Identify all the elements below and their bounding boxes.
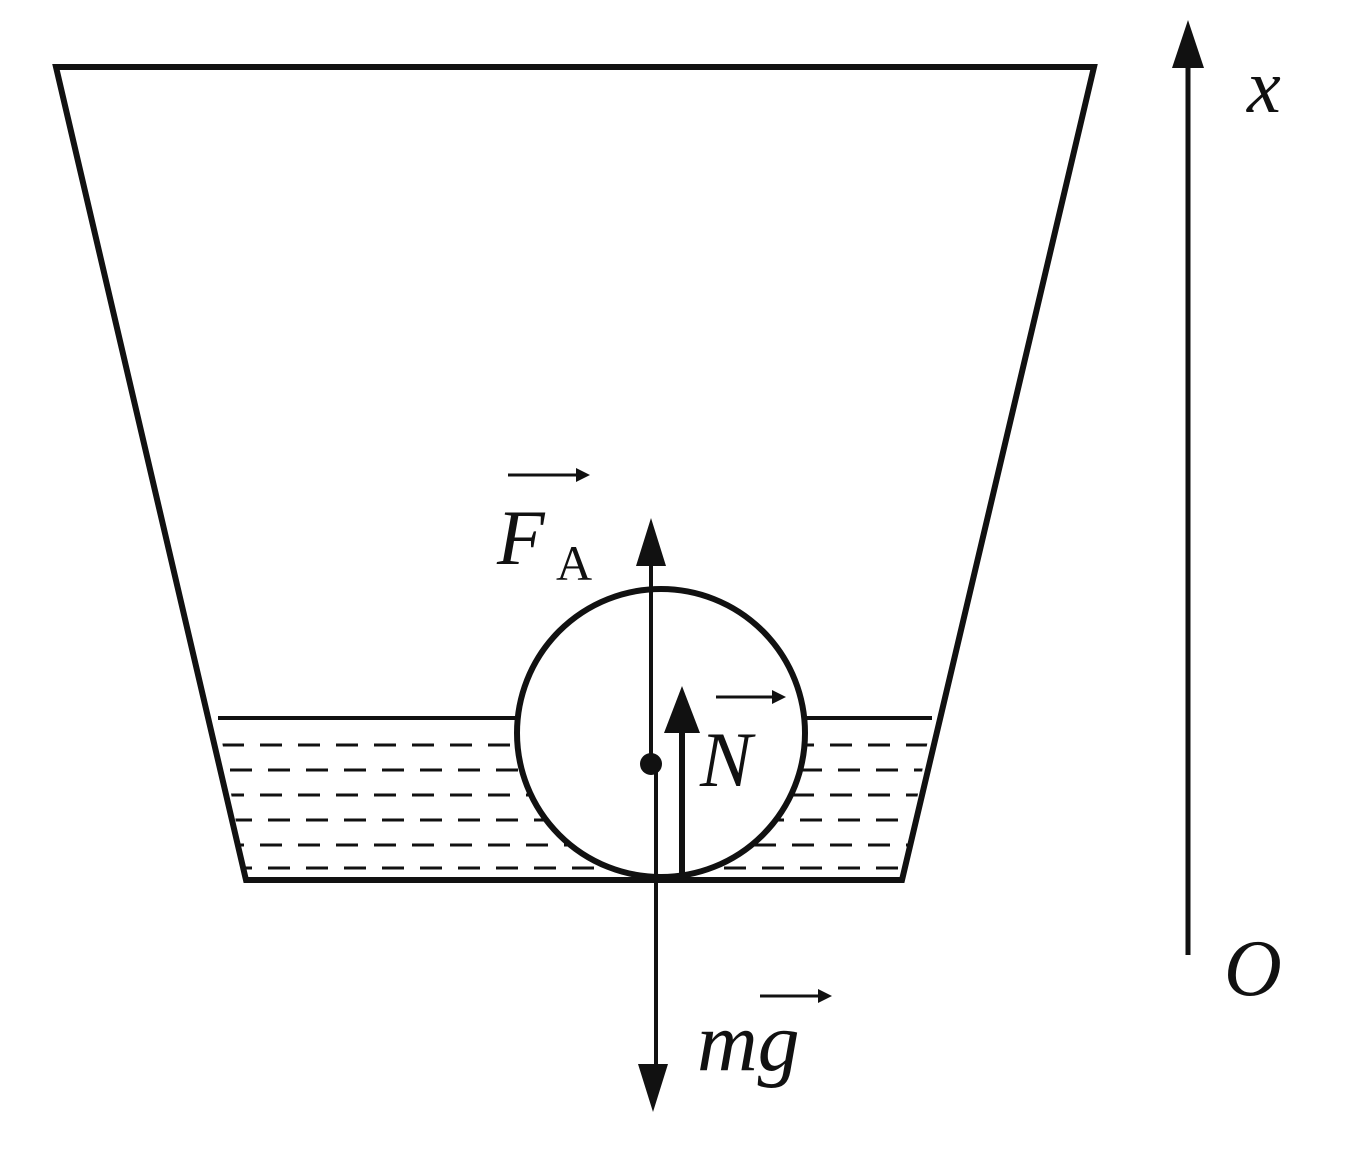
x-axis	[1172, 20, 1204, 955]
buoyant-force-label: F A	[496, 468, 592, 591]
buoyant-force-vector	[636, 518, 666, 765]
normal-force-symbol: N	[699, 716, 756, 803]
vessel-outline	[52, 64, 1098, 883]
gravity-force-label: mg	[697, 989, 832, 1089]
ball	[514, 586, 808, 880]
x-axis-label: x	[1246, 45, 1281, 129]
gravity-force-symbol: mg	[697, 996, 800, 1089]
normal-force-vector	[664, 686, 700, 878]
origin-label: O	[1224, 925, 1282, 1013]
normal-force-label: N	[699, 690, 786, 803]
gravity-force-vector	[638, 765, 668, 1112]
buoyant-force-subscript: A	[556, 535, 592, 591]
buoyant-force-symbol: F	[496, 494, 546, 581]
center-of-mass-dot	[640, 753, 662, 775]
